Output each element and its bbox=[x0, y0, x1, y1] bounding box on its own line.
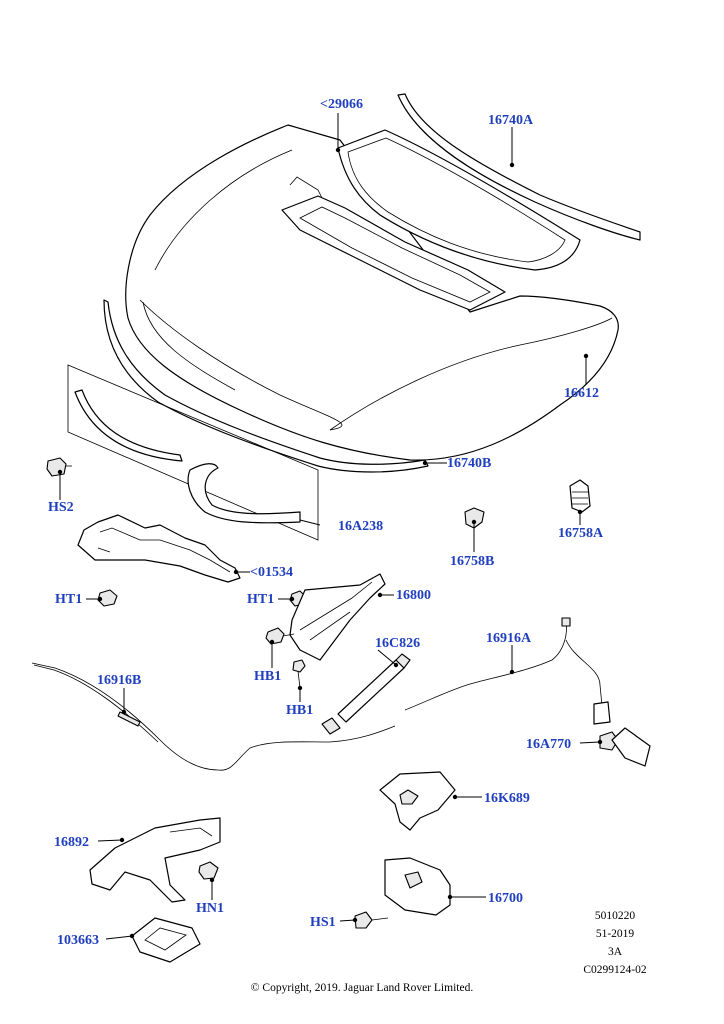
leader-dots bbox=[57, 147, 603, 939]
callout-29066[interactable]: <29066 bbox=[320, 97, 363, 112]
callout-HN1[interactable]: HN1 bbox=[196, 901, 224, 916]
callout-HS2[interactable]: HS2 bbox=[48, 500, 74, 515]
callout-16740A[interactable]: 16740A bbox=[488, 113, 534, 128]
info-line-3: 3A bbox=[607, 946, 623, 958]
bolt-HS1 bbox=[354, 911, 389, 929]
callout-HB1-lower[interactable]: HB1 bbox=[286, 703, 314, 718]
callout-16758B[interactable]: 16758B bbox=[450, 554, 495, 569]
info-line-1: 5010220 bbox=[594, 910, 636, 922]
callout-16758A[interactable]: 16758A bbox=[558, 526, 604, 541]
bracket-01534 bbox=[77, 514, 241, 583]
info-line-2: 51-2019 bbox=[595, 928, 635, 940]
callout-HT1-right[interactable]: HT1 bbox=[247, 592, 275, 607]
callout-16916A[interactable]: 16916A bbox=[486, 631, 532, 646]
bolt-HB1-upper bbox=[265, 627, 295, 645]
pad-103663 bbox=[131, 917, 201, 963]
callout-01534[interactable]: <01534 bbox=[250, 565, 293, 580]
nut-HN1 bbox=[198, 861, 219, 880]
callout-16K689[interactable]: 16K689 bbox=[484, 791, 530, 806]
bump-stop-16758B bbox=[464, 507, 485, 529]
callout-16A770[interactable]: 16A770 bbox=[526, 737, 572, 752]
callout-16800[interactable]: 16800 bbox=[396, 588, 431, 603]
hinge-16800 bbox=[289, 573, 386, 661]
seal-16740A bbox=[397, 93, 641, 241]
callout-16C826[interactable]: 16C826 bbox=[375, 636, 421, 651]
callout-16A238[interactable]: 16A238 bbox=[338, 519, 384, 534]
callout-103663[interactable]: 103663 bbox=[57, 933, 99, 948]
callout-16916B[interactable]: 16916B bbox=[97, 673, 142, 688]
callout-16612[interactable]: 16612 bbox=[564, 386, 599, 401]
seal-16740B bbox=[103, 299, 429, 473]
nut-HT1-left bbox=[97, 589, 118, 607]
release-handle-16A770 bbox=[599, 727, 651, 767]
bolt-HB1-lower bbox=[292, 659, 306, 689]
bump-stop-16758A bbox=[569, 479, 591, 513]
bonnet-panel bbox=[125, 124, 619, 461]
leader-lines bbox=[59, 113, 601, 940]
latch-16700 bbox=[384, 857, 451, 916]
callout-16740B[interactable]: 16740B bbox=[447, 456, 492, 471]
callout-16700[interactable]: 16700 bbox=[488, 891, 523, 906]
callout-HT1-left[interactable]: HT1 bbox=[55, 592, 83, 607]
callout-HB1-upper[interactable]: HB1 bbox=[254, 669, 282, 684]
callout-16892[interactable]: 16892 bbox=[54, 835, 89, 850]
insulator-pad bbox=[337, 129, 581, 271]
parts-box-16A238 bbox=[67, 364, 319, 541]
cable-16916A bbox=[404, 617, 611, 725]
info-line-4: C0299124-02 bbox=[583, 964, 647, 976]
striker-16K689 bbox=[379, 771, 456, 831]
gas-strut-16C826 bbox=[321, 653, 411, 735]
bracket-16892 bbox=[89, 817, 221, 903]
callout-HS1[interactable]: HS1 bbox=[310, 915, 336, 930]
copyright-notice: © Copyright, 2019. Jaguar Land Rover Lim… bbox=[250, 982, 474, 994]
